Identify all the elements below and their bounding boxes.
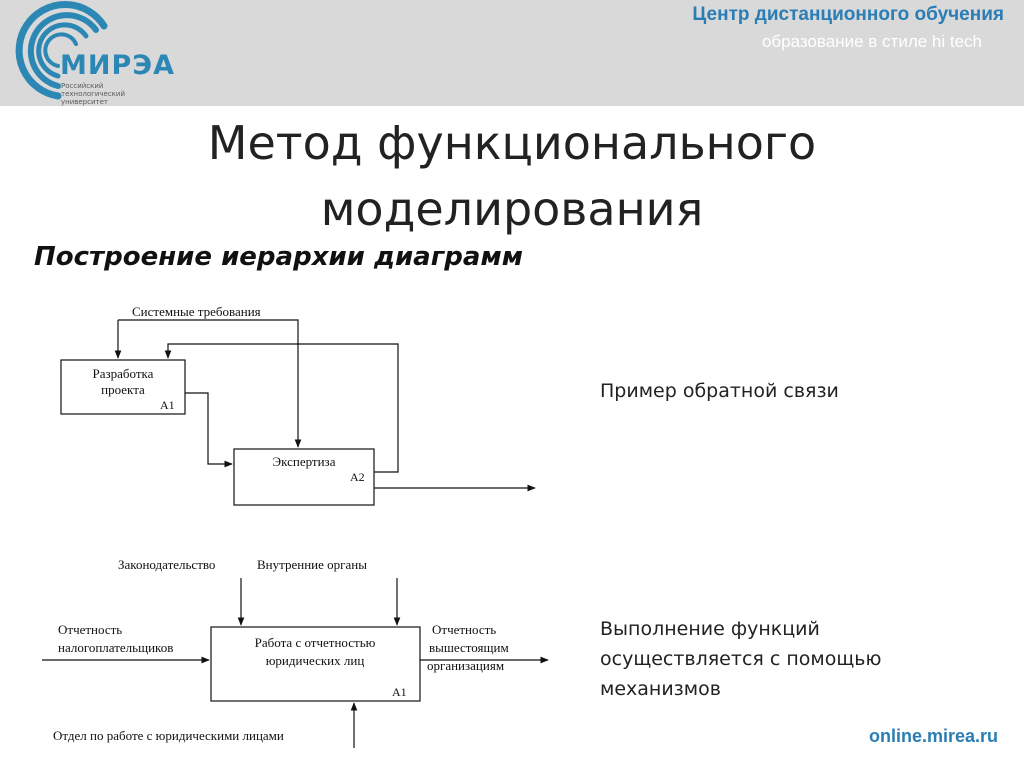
box-a1 <box>60 359 186 415</box>
slide-title-line2: моделирования <box>320 182 704 236</box>
input-label-1: Отчетность <box>58 622 122 637</box>
logo-subtitle: Российский технологический университет <box>61 82 125 106</box>
feedback-note: Пример обратной связи <box>600 380 839 402</box>
box-a1-label-2: проекта <box>101 382 145 397</box>
control-arrow-a2 <box>118 319 302 448</box>
slide-title-line1: Метод функционального <box>207 116 817 170</box>
control-label-1: Законодательство <box>118 557 215 572</box>
output-label-1: Отчетность <box>432 622 496 637</box>
logo-subtitle-line: технологический <box>61 90 125 98</box>
control-label: Системные требования <box>132 304 261 319</box>
center-subtitle: образование в стиле hi tech <box>761 32 982 51</box>
mechanism-label: Отдел по работе с юридическими лицами <box>53 728 284 743</box>
center-title: Центр дистанционного обучения <box>692 4 1004 25</box>
logo-subtitle-line: университет <box>61 98 109 106</box>
box-a1-code: A1 <box>160 398 175 412</box>
logo-text: МИРЭА <box>60 50 175 81</box>
box-main-code: A1 <box>392 685 407 699</box>
header-band <box>0 0 1024 106</box>
section-heading: Построение иерархии диаграмм <box>34 242 523 272</box>
diagram-2: Законодательство Внутренние органы Отчет… <box>42 557 549 748</box>
box-a1-label-1: Разработка <box>93 366 154 381</box>
flow-a1-to-a2 <box>185 392 233 468</box>
control-label-2: Внутренние органы <box>257 557 367 572</box>
mirea-logo-icon <box>15 1 108 100</box>
box-main <box>210 626 421 702</box>
box-a2-label: Экспертиза <box>273 454 336 469</box>
box-a2 <box>233 448 375 506</box>
box-a2-code: A2 <box>350 470 365 484</box>
mechanisms-note: Выполнение функций осуществляется с помо… <box>600 618 882 700</box>
output-label-3: организациям <box>427 658 504 673</box>
input-label-2: налогоплательщиков <box>58 640 173 655</box>
output-label-2: вышестоящим <box>429 640 509 655</box>
feedback-arrow <box>164 343 399 473</box>
box-main-label-1: Работа с отчетностью <box>255 635 376 650</box>
logo-subtitle-line: Российский <box>61 82 104 90</box>
slide-title: Метод функционального моделирования <box>0 110 1024 242</box>
diagram-1: Системные требования Разработка проекта … <box>60 304 536 506</box>
footer-site-link[interactable]: online.mirea.ru <box>868 726 998 746</box>
box-main-label-2: юридических лиц <box>266 653 365 668</box>
